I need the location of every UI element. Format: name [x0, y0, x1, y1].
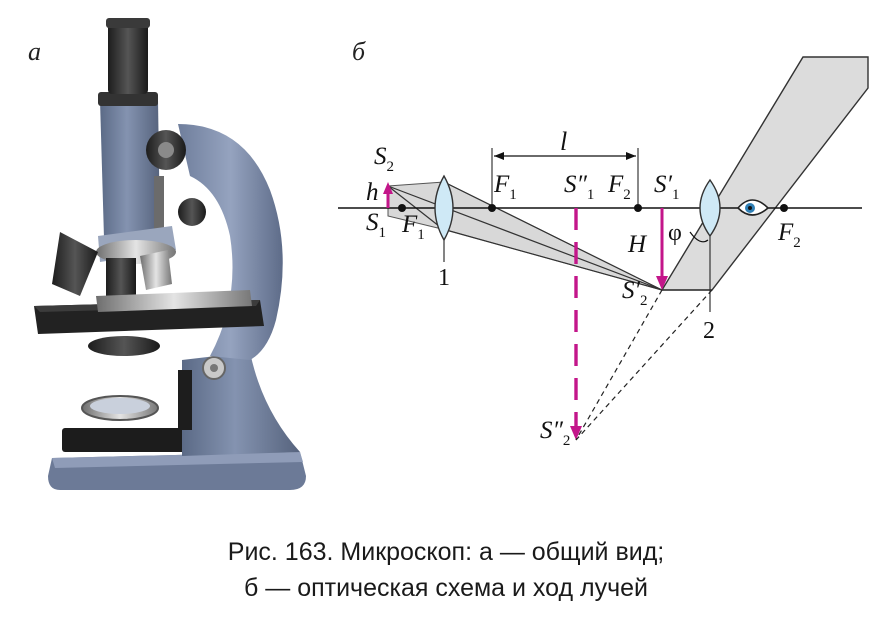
label-S1pp: S″1: [564, 171, 594, 203]
lens-1-label: 1: [438, 265, 450, 291]
panel-label-a: а: [28, 37, 41, 66]
label-S2p: S′2: [622, 277, 647, 309]
label-S1p: S′1: [654, 171, 679, 203]
eye-icon: [736, 199, 770, 216]
lens-2-label: 2: [703, 318, 715, 344]
label-F1-left: F1: [401, 211, 425, 243]
label-F1-mid: F1: [493, 171, 517, 203]
label-S1: S1: [366, 209, 386, 241]
label-F2-right: F2: [777, 219, 801, 251]
label-S2pp: S″2: [540, 417, 570, 449]
microscope-illustration: [34, 18, 306, 490]
caption-line-1: Рис. 163. Микроскоп: а — общий вид;: [227, 538, 665, 566]
optical-diagram: 1 2 l: [338, 56, 869, 449]
angle-phi-label: φ: [668, 220, 682, 246]
label-F2-mid: F2: [607, 171, 631, 203]
label-S2: S2: [374, 143, 394, 175]
length-l-label: l: [560, 127, 567, 156]
caption-line-2: б — оптическая схема и ход лучей: [243, 574, 649, 602]
label-h: h: [366, 179, 379, 206]
panel-label-b: б: [352, 37, 366, 66]
objective-lenses: [52, 232, 172, 306]
exit-beam: [660, 56, 869, 291]
label-H: H: [627, 231, 648, 258]
